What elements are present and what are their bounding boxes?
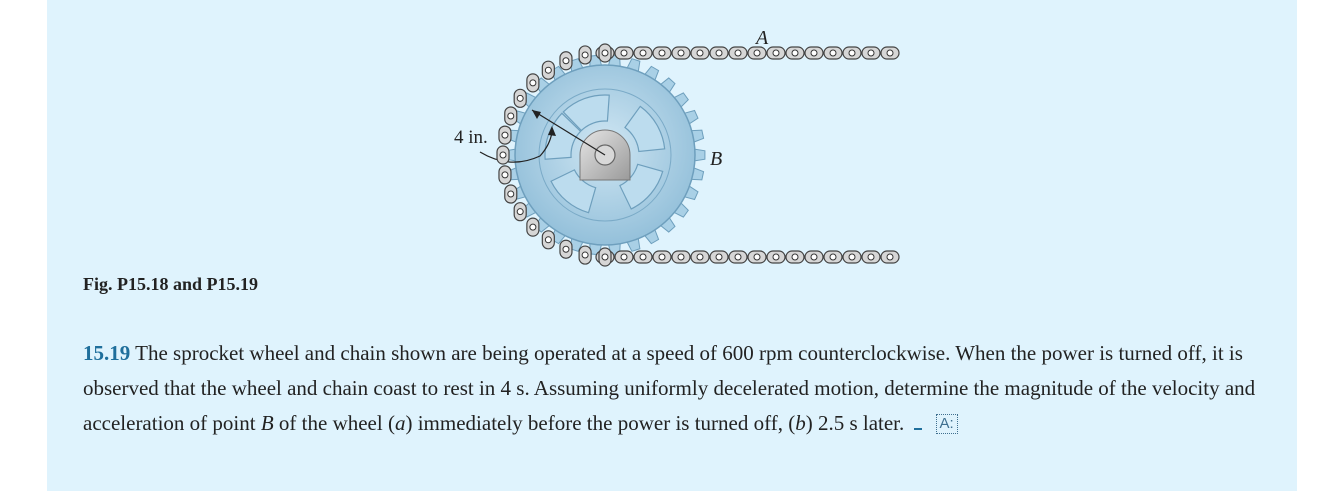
radius-label: 4 in. [454,127,488,148]
chain-link [728,250,748,264]
chain-link [785,250,805,264]
chain-link [842,46,862,60]
chain-link [633,250,653,264]
chain-link [728,46,748,60]
chain [496,43,900,267]
chain-link [804,46,824,60]
chain-link [880,250,900,264]
label-a: A [754,27,769,49]
chain-link [633,46,653,60]
chain-link [559,239,573,259]
chain-link [578,45,592,65]
wheel-cutout [619,163,664,210]
wheel-cutout [562,94,610,132]
chain-link [526,217,540,237]
chain-link [690,46,710,60]
chain-link [504,106,518,126]
chain-link [671,250,691,264]
wheel-inner-ring [538,88,672,222]
problem-text-4: ) 2.5 s later. [805,411,905,435]
chain-link [766,250,786,264]
chain-link [541,60,555,80]
wheel-cutouts [544,94,666,214]
chain-link [766,46,786,60]
wheel-cutout [624,105,666,153]
problem-text-2: of the wheel ( [273,411,395,435]
wheel-cutout [550,169,597,214]
chain-link [671,46,691,60]
chain-link [652,250,672,264]
chain-link [513,88,527,108]
chain-link [578,245,592,265]
chain-link [652,46,672,60]
problem-text-1: The sprocket wheel and chain shown are b… [83,341,1256,435]
sprocket-figure: A B 4 in. [440,20,900,270]
chain-link [842,250,862,264]
chain-link [614,46,634,60]
figure-caption: Fig. P15.18 and P15.19 [83,274,259,294]
rotation-arrowhead [548,126,556,136]
chain-link [861,46,881,60]
accessibility-text-icon[interactable]: A: [935,414,958,434]
wheel-cutout [544,112,582,160]
answer-blank[interactable] [913,412,922,430]
chain-link [804,250,824,264]
problem-part-b: b [795,411,806,435]
chain-link [541,230,555,250]
chain-link [690,250,710,264]
chain-link [526,73,540,93]
radius-arrowhead [532,110,541,119]
sprocket-diagram: A B 4 in. [454,27,900,267]
problem-text-3: ) immediately before the power is turned… [405,411,796,435]
chain-link [747,250,767,264]
chain-link [598,247,612,267]
problem-number: 15.19 [83,341,131,365]
chain-link [709,250,729,264]
chain-link [747,46,767,60]
chain-link [823,250,843,264]
chain-link [861,250,881,264]
chain-link [559,51,573,71]
chain-link [598,43,612,63]
chain-link [498,165,512,185]
radius-line [531,109,606,156]
chain-link [880,46,900,60]
label-b: B [710,148,722,170]
chain-link [785,46,805,60]
chain-link [709,46,729,60]
problem-statement: 15.19 The sprocket wheel and chain shown… [83,336,1263,441]
chain-link [504,184,518,204]
chain-link [823,46,843,60]
chain-link [614,250,634,264]
chain-link [496,145,510,165]
problem-point: B [260,411,274,435]
chain-link [513,202,527,222]
problem-part-a: a [394,411,406,435]
chain-link [498,125,512,145]
